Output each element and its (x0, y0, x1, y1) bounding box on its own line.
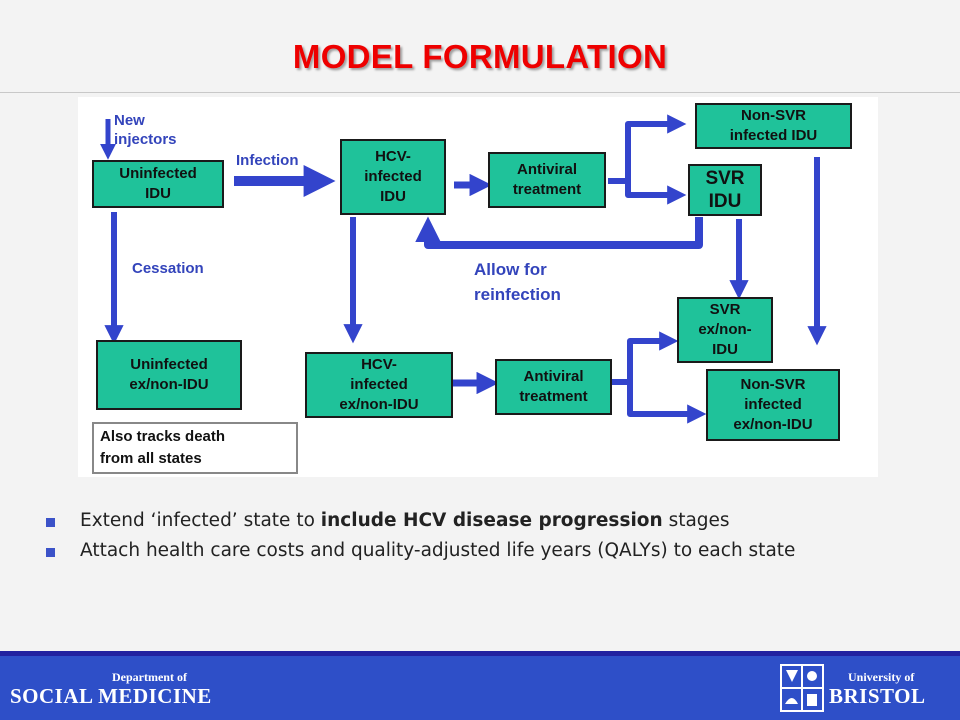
treatment-split-top (608, 114, 687, 184)
non-svr-infected-idu-box: Non-SVR infected IDU (695, 103, 852, 149)
footer: Department of SOCIAL MEDICINE University… (0, 656, 960, 720)
model-diagram: New injectors Infection Cessation Allow … (78, 97, 878, 477)
hcv-infected-ex-non-idu-box: HCV- infected ex/non-IDU (305, 352, 453, 418)
cessation-label: Cessation (132, 260, 204, 277)
infection-label: Infection (236, 152, 299, 169)
treatment-split-bottom (608, 178, 687, 205)
university-label: University of (848, 670, 915, 684)
department-label: Department of (112, 670, 187, 684)
treatment-ex-split-bottom (612, 379, 707, 424)
university-crest-icon (780, 664, 824, 712)
uninfected-idu-box: Uninfected IDU (92, 160, 224, 208)
hcv-infected-idu-box: HCV- infected IDU (340, 139, 446, 215)
bullet-square-icon (46, 548, 55, 557)
footer-divider (0, 651, 960, 656)
uninfected-ex-non-idu-box: Uninfected ex/non-IDU (96, 340, 242, 410)
new-injectors-label: New injectors (114, 112, 177, 148)
bullet-square-icon (46, 518, 55, 527)
non-svr-infected-ex-non-idu-box: Non-SVR infected ex/non-IDU (706, 369, 840, 441)
treatment-ex-split-top (612, 331, 679, 385)
death-tracking-note: Also tracks death from all states (92, 422, 298, 474)
department-name: SOCIAL MEDICINE (10, 684, 212, 708)
title-divider (0, 92, 960, 93)
svr-idu-box: SVR IDU (688, 164, 762, 216)
allow-for-reinfection-label: Allow for reinfection (474, 260, 561, 304)
bullet-item-1: Extend ‘infected’ state to include HCV d… (46, 510, 926, 531)
antiviral-treatment-ex-box: Antiviral treatment (495, 359, 612, 415)
bullet-list: Extend ‘infected’ state to include HCV d… (46, 510, 926, 570)
antiviral-treatment-idu-box: Antiviral treatment (488, 152, 606, 208)
bullet-item-2: Attach health care costs and quality-adj… (46, 540, 926, 561)
university-name: BRISTOL (829, 684, 926, 708)
flow-arrows (99, 114, 827, 424)
svr-ex-non-idu-box: SVR ex/non- IDU (677, 297, 773, 363)
page-title: MODEL FORMULATION (292, 38, 668, 75)
reinfection-arrow (415, 216, 703, 249)
